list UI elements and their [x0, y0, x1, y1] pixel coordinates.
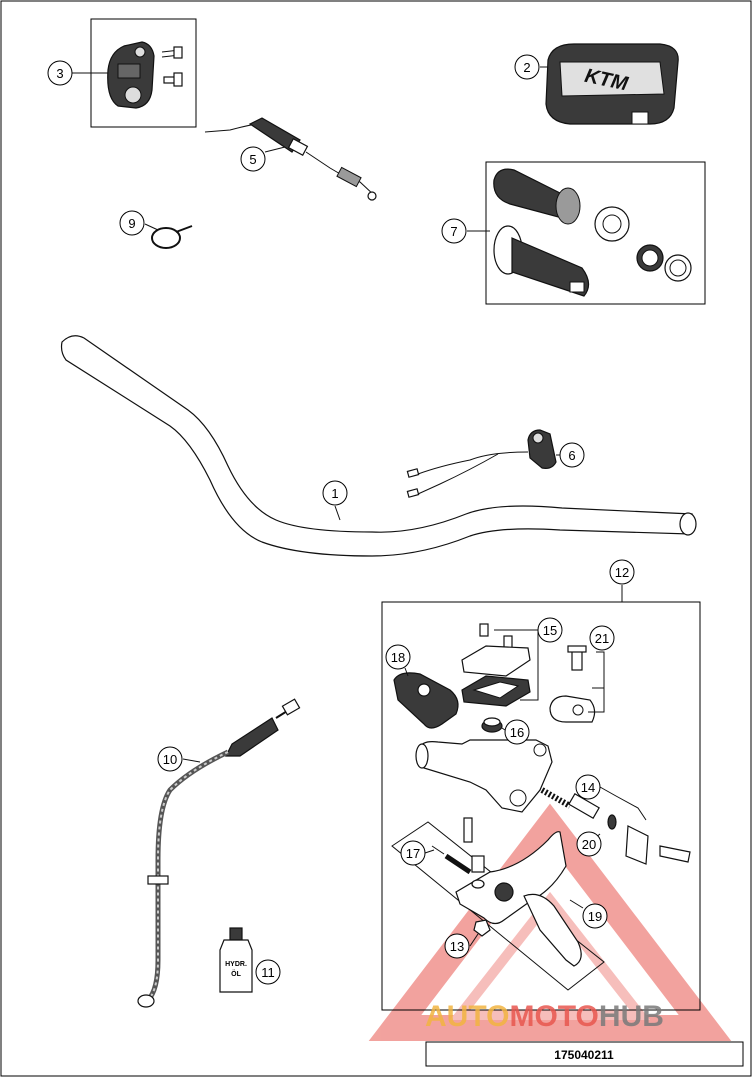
- part-14-piston-kit: [540, 787, 691, 865]
- leader-5: [264, 146, 286, 153]
- svg-text:3: 3: [56, 66, 63, 81]
- svg-text:AUTOMOTOHUB: AUTOMOTOHUB: [425, 1000, 664, 1033]
- leader-16: [501, 727, 506, 731]
- callout-21: 21: [589, 625, 615, 651]
- callout-14: 14: [575, 774, 601, 800]
- part-13-lever: [455, 831, 582, 967]
- svg-text:10: 10: [163, 752, 177, 767]
- leader-17: [424, 849, 435, 854]
- leader-9: [144, 223, 159, 231]
- leader-19: [569, 899, 584, 909]
- svg-text:5: 5: [249, 152, 256, 167]
- oil-bottle-label-2: ÖL: [231, 969, 241, 978]
- svg-text:12: 12: [615, 565, 629, 580]
- watermark-triangle: [368, 803, 732, 1041]
- callout-7: 7: [441, 218, 467, 244]
- part-10-brake-line: [137, 698, 301, 1008]
- leader-15: [494, 629, 539, 701]
- leader-18: [404, 667, 409, 677]
- leader-14: [599, 786, 647, 821]
- master-cylinder-body: [415, 739, 553, 813]
- svg-text:15: 15: [543, 623, 557, 638]
- part-9-cable-tie: [151, 225, 193, 249]
- part-6-kill-switch: [406, 429, 557, 498]
- part-16-reservoir-cap: [481, 717, 503, 733]
- callout-13: 13: [444, 933, 470, 959]
- part-3-switch-housing: [107, 41, 183, 109]
- svg-text:20: 20: [582, 837, 596, 852]
- part-5-throttle-cable: [204, 117, 377, 201]
- part-18-lever-guard: [393, 672, 459, 729]
- watermark-text: AUTOMOTOHUB: [425, 1000, 664, 1033]
- svg-text:1: 1: [331, 486, 338, 501]
- watermark-auto: AUTO: [425, 1000, 509, 1033]
- callout-12: 12: [609, 559, 635, 585]
- part-7-box: [485, 161, 706, 305]
- leader-13: [469, 933, 479, 947]
- callout-16: 16: [504, 719, 530, 745]
- callout-18: 18: [385, 644, 411, 670]
- callout-5: 5: [240, 146, 266, 172]
- svg-text:9: 9: [128, 216, 135, 231]
- oil-bottle-label-1: HYDR.: [225, 961, 247, 968]
- part-1-handlebar: [60, 335, 697, 557]
- part-7-grips: [493, 168, 692, 297]
- svg-text:11: 11: [261, 965, 275, 980]
- part-21-clamp: [549, 645, 596, 723]
- svg-text:21: 21: [595, 631, 609, 646]
- svg-text:17: 17: [406, 846, 420, 861]
- part-15-cover-screws: [461, 623, 531, 707]
- callout-2: 2: [514, 54, 540, 80]
- reference-number: 175040211: [554, 1048, 614, 1062]
- leader-21: [588, 651, 605, 713]
- svg-text:14: 14: [581, 780, 595, 795]
- callout-11: 11: [255, 959, 281, 985]
- callout-1: 1: [322, 480, 348, 506]
- watermark-hub: HUB: [599, 1000, 664, 1033]
- callout-6: 6: [559, 442, 585, 468]
- part-17-pin-spring: [431, 817, 485, 889]
- part-11-oil-bottle: HYDR. ÖL: [219, 927, 253, 993]
- reference-box: [425, 1041, 744, 1067]
- svg-text:16: 16: [510, 725, 524, 740]
- callout-9: 9: [119, 210, 145, 236]
- svg-text:2: 2: [523, 60, 530, 75]
- svg-text:18: 18: [391, 650, 405, 665]
- leader-1: [334, 505, 341, 521]
- watermark-moto: MOTO: [509, 1000, 598, 1033]
- callout-10: 10: [157, 746, 183, 772]
- svg-text:6: 6: [568, 448, 575, 463]
- svg-text:13: 13: [450, 939, 464, 954]
- callout-17: 17: [400, 840, 426, 866]
- part-12-box: [381, 601, 701, 1011]
- callout-15: 15: [537, 617, 563, 643]
- leader-10: [182, 758, 201, 763]
- part-2-handlebar-pad: KTM: [545, 43, 679, 125]
- callout-3: 3: [47, 60, 73, 86]
- svg-text:7: 7: [450, 224, 457, 239]
- lever-kit-frame: [391, 821, 605, 991]
- svg-text:19: 19: [588, 909, 602, 924]
- callout-19: 19: [582, 903, 608, 929]
- callout-20: 20: [576, 831, 602, 857]
